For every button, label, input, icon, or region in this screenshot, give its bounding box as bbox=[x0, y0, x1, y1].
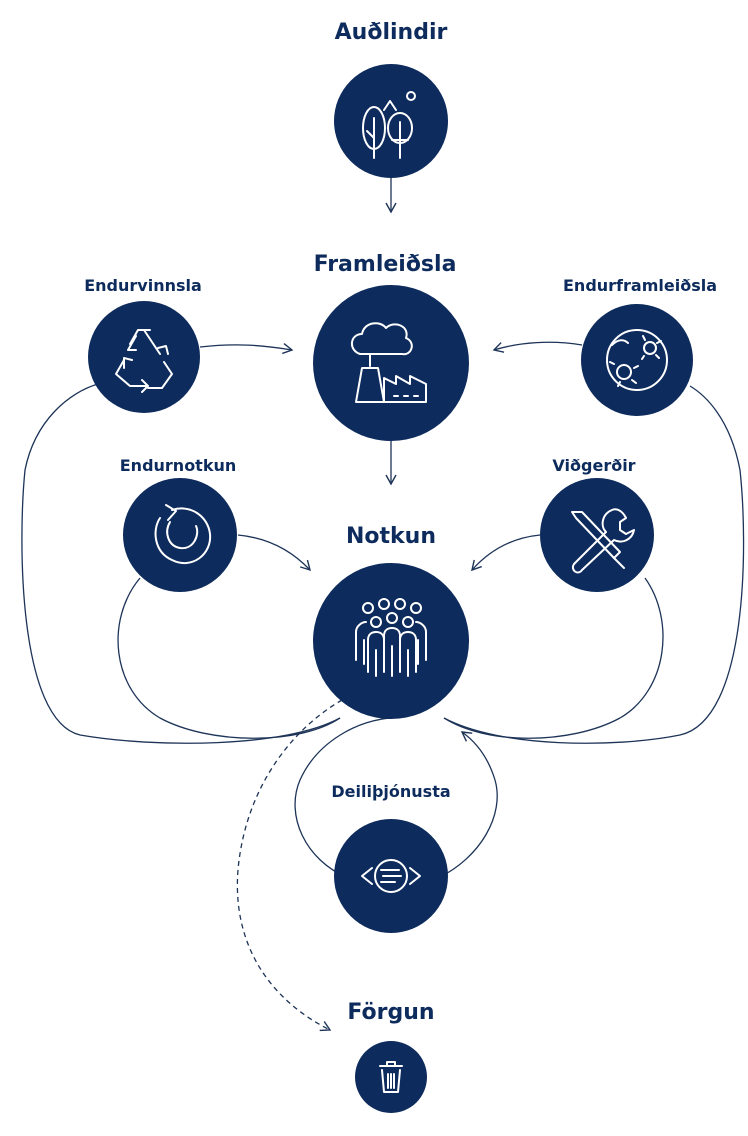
loop-use-to-repair bbox=[443, 577, 664, 739]
sharing-icon bbox=[361, 859, 421, 893]
reuse-icon bbox=[154, 504, 212, 565]
arrow-recycling-to-production bbox=[199, 343, 294, 355]
loop-use-to-remanufacturing bbox=[443, 385, 745, 744]
reuse-label: Endurnotkun bbox=[119, 456, 237, 475]
production-node bbox=[313, 285, 469, 441]
loop-use-to-recycling bbox=[21, 383, 341, 744]
arrow-reuse-to-use bbox=[237, 534, 311, 572]
recycle-icon bbox=[115, 329, 173, 393]
resources-label: Auðlindir bbox=[334, 20, 448, 45]
gears-icon bbox=[606, 329, 668, 391]
reuse-node bbox=[123, 478, 237, 592]
arrow-use-to-disposal bbox=[236, 699, 343, 1032]
tools-icon bbox=[571, 508, 635, 574]
trash-icon bbox=[379, 1061, 403, 1093]
disposal-label: Förgun bbox=[347, 1000, 435, 1025]
remanufacturing-label: Endurframleiðsla bbox=[563, 276, 717, 295]
arrow-sharing-to-use bbox=[437, 731, 498, 879]
trees-icon bbox=[362, 91, 416, 159]
people-icon bbox=[355, 598, 427, 677]
sharing-label: Deiliþjónusta bbox=[331, 782, 451, 801]
use-node bbox=[313, 563, 469, 719]
loop-sharing-to-use bbox=[294, 717, 392, 879]
repair-label: Viðgerðir bbox=[552, 456, 636, 475]
production-label: Framleiðsla bbox=[313, 252, 457, 277]
recycling-node bbox=[88, 301, 200, 413]
loop-use-to-reuse bbox=[117, 577, 341, 739]
recycling-label: Endurvinnsla bbox=[84, 276, 202, 295]
resources-node bbox=[334, 64, 448, 178]
use-label: Notkun bbox=[346, 524, 436, 549]
arrow-remanufacturing-to-production bbox=[492, 341, 583, 353]
remanufacturing-node bbox=[581, 304, 693, 416]
factory-icon bbox=[351, 322, 427, 403]
arrow-repair-to-use bbox=[471, 534, 541, 572]
repair-node bbox=[540, 478, 654, 592]
